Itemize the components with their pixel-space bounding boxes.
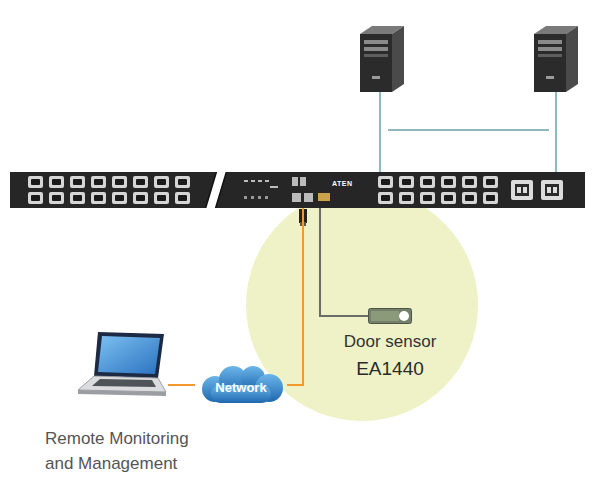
door-sensor-device: Door sensorEA1440 xyxy=(368,308,412,324)
tower-server xyxy=(534,26,578,92)
network-cable xyxy=(168,384,195,386)
network-cable xyxy=(320,208,368,316)
brand-logo: ATEN xyxy=(332,180,353,187)
pdu-strip-shape xyxy=(10,172,585,208)
laptop-computer: Remote Monitoring and Management xyxy=(76,330,168,404)
network-cable xyxy=(287,208,303,385)
cloud-label: Network xyxy=(215,380,266,395)
network-cloud: Network xyxy=(195,365,287,405)
model-number: EA1440 xyxy=(356,358,424,380)
device-label: Door sensor xyxy=(344,332,437,352)
pdu-strip: ATEN xyxy=(10,172,585,208)
laptop-computer-shape xyxy=(76,330,168,404)
tower-server xyxy=(360,26,404,92)
laptop-caption: Remote Monitoring and Management xyxy=(45,426,213,476)
highlight-circle xyxy=(246,189,478,421)
door-sensor-device-shape xyxy=(368,308,412,324)
server-power-lines xyxy=(380,92,556,174)
